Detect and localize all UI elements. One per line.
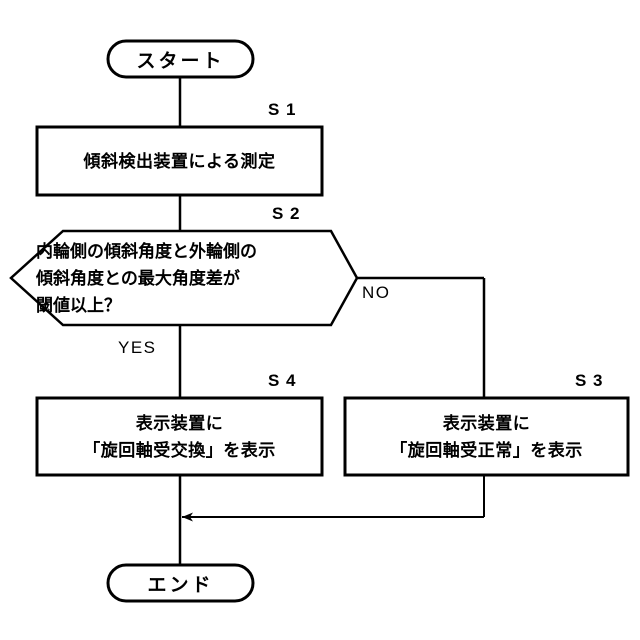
s3-node-shape [343, 396, 630, 477]
end-node-shape [106, 563, 255, 603]
s3-step-label: S 3 [575, 371, 604, 390]
branch-label-no: NO [362, 283, 391, 302]
s4-step-label: S 4 [268, 371, 297, 390]
s2-step-label: S 2 [272, 204, 301, 223]
start-node-shape [106, 39, 255, 79]
branch-label-yes: YES [118, 338, 157, 357]
s1-step-label: S 1 [268, 100, 297, 119]
s4-node-shape [35, 396, 324, 477]
s2-node-shape [9, 229, 359, 327]
s1-node-shape [35, 125, 324, 197]
